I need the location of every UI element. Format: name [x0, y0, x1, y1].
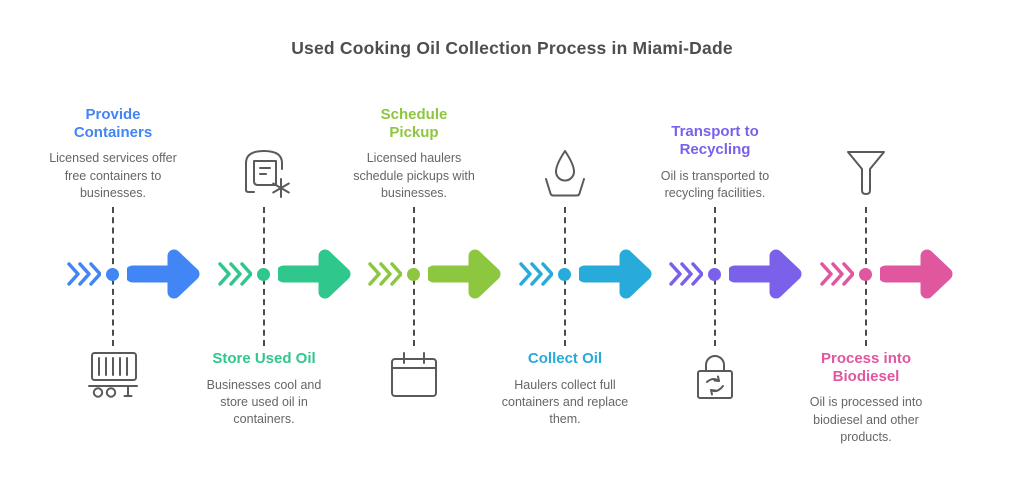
- oil-drop-bowl-icon: [490, 94, 640, 202]
- chevrons-icon: [368, 262, 402, 286]
- timeline-flow: [669, 243, 807, 305]
- chevrons-icon: [218, 262, 252, 286]
- step-process-into-biodiesel: Process into Biodiesel Oil is processed …: [791, 0, 953, 487]
- timeline-dot: [106, 267, 119, 281]
- step-title: Store Used Oil: [212, 350, 316, 367]
- recycle-lock-icon: [640, 348, 790, 402]
- step-description: Licensed services offer free containers …: [49, 151, 177, 200]
- step-text-block: Transport to Recycling Oil is transporte…: [640, 90, 790, 202]
- step-text-block: Schedule Pickup Licensed haulers schedul…: [339, 90, 489, 202]
- arrow-right-icon: [579, 249, 652, 299]
- step-description: Oil is processed into biodiesel and othe…: [809, 395, 923, 444]
- step-title: Transport to Recycling: [671, 123, 759, 158]
- arrow-right-icon: [127, 249, 200, 299]
- timeline-flow: [820, 243, 958, 305]
- step-title: Process into Biodiesel: [820, 350, 912, 385]
- step-description: Oil is transported to recycling faciliti…: [660, 168, 770, 200]
- step-description: Licensed haulers schedule pickups with b…: [353, 151, 475, 200]
- funnel-icon: [791, 94, 941, 202]
- arrow-right-icon: [428, 249, 501, 299]
- arrow-right-icon: [880, 249, 953, 299]
- step-text-block: Store Used Oil Businesses cool and store…: [189, 350, 339, 428]
- timeline-flow: [519, 243, 657, 305]
- step-text-block: Provide Containers Licensed services off…: [38, 90, 188, 202]
- timeline-dot: [558, 267, 571, 281]
- timeline-flow: [368, 243, 506, 305]
- timeline-dot: [859, 267, 872, 281]
- step-provide-containers: Provide Containers Licensed services off…: [38, 0, 200, 487]
- timeline-dot: [257, 267, 270, 281]
- chevrons-icon: [519, 262, 553, 286]
- chevrons-icon: [669, 262, 703, 286]
- calendar-icon: [339, 348, 489, 400]
- step-collect-oil: Collect Oil Haulers collect full contain…: [490, 0, 652, 487]
- step-text-block: Collect Oil Haulers collect full contain…: [490, 350, 640, 428]
- step-title: Schedule Pickup: [380, 105, 448, 141]
- timeline-dot: [407, 267, 420, 281]
- step-store-used-oil: Store Used Oil Businesses cool and store…: [189, 0, 351, 487]
- step-transport-to-recycling: Transport to Recycling Oil is transporte…: [640, 0, 802, 487]
- step-description: Haulers collect full containers and repl…: [501, 377, 629, 427]
- trailer-container-icon: [38, 348, 188, 402]
- timeline-flow: [67, 243, 205, 305]
- cold-storage-snowflake-icon: [189, 94, 339, 202]
- timeline-flow: [218, 243, 356, 305]
- chevrons-icon: [67, 262, 101, 286]
- page-title: Used Cooking Oil Collection Process in M…: [291, 38, 733, 58]
- timeline-dot: [708, 267, 721, 281]
- arrow-right-icon: [278, 249, 351, 299]
- chevrons-icon: [820, 262, 854, 286]
- step-text-block: Process into Biodiesel Oil is processed …: [791, 350, 941, 446]
- arrow-right-icon: [729, 249, 802, 299]
- step-title: Provide Containers: [73, 105, 153, 141]
- step-schedule-pickup: Schedule Pickup Licensed haulers schedul…: [339, 0, 501, 487]
- step-title: Collect Oil: [527, 350, 603, 367]
- step-description: Businesses cool and store used oil in co…: [206, 377, 322, 427]
